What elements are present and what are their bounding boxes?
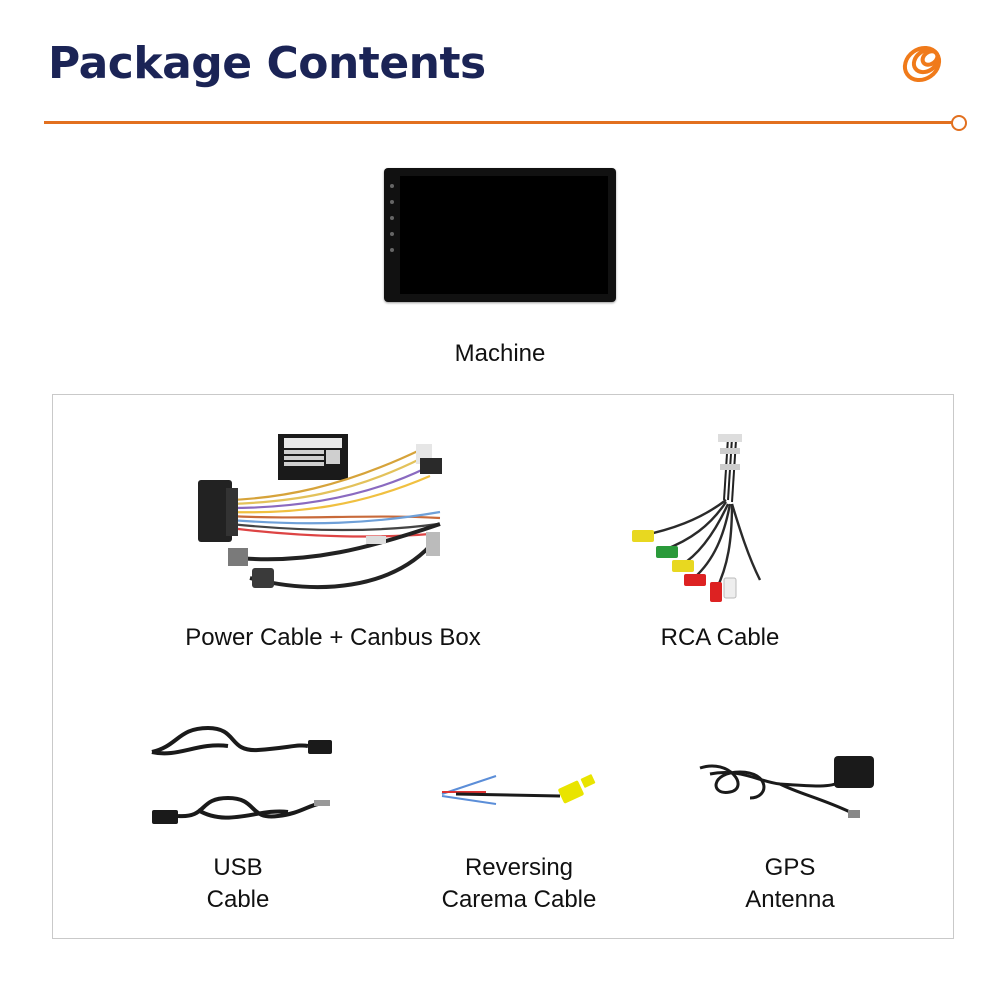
power-cable-canbus-box-image xyxy=(198,434,442,590)
usb-cable-label: USB Cable xyxy=(138,852,338,916)
accessories-panel xyxy=(52,394,954,939)
usb-cable-label-line1: USB xyxy=(213,854,263,881)
reversing-camera-label-line1: Reversing xyxy=(464,854,574,881)
spiral-logo-icon xyxy=(902,45,942,83)
machine-image xyxy=(384,168,616,302)
reversing-camera-cable-label: Reversing Carema Cable xyxy=(400,852,638,916)
machine-side-button xyxy=(390,200,394,204)
machine-side-button xyxy=(390,216,394,220)
machine-screen xyxy=(400,176,608,294)
machine-side-button xyxy=(390,232,394,236)
rca-cable-image xyxy=(632,434,762,602)
header-divider xyxy=(44,121,952,124)
reversing-camera-cable-image xyxy=(441,774,596,805)
divider-end-dot xyxy=(951,115,967,131)
gps-antenna-label-line2: Antenna xyxy=(745,886,835,913)
reversing-camera-label-line2: Carema Cable xyxy=(441,886,597,913)
machine-side-button xyxy=(390,248,394,252)
page-title: Package Contents xyxy=(48,38,486,89)
gps-antenna-label-line1: GPS xyxy=(764,854,816,881)
power-cable-label: Power Cable + Canbus Box xyxy=(185,624,481,651)
gps-antenna-label: GPS Antenna xyxy=(690,852,890,916)
usb-cable-label-line2: Cable xyxy=(206,886,270,913)
gps-antenna-image xyxy=(699,756,874,818)
machine-label: Machine xyxy=(454,340,546,367)
usb-cable-image xyxy=(151,725,332,824)
machine-side-button xyxy=(390,184,394,188)
rca-cable-label: RCA Cable xyxy=(660,624,780,651)
